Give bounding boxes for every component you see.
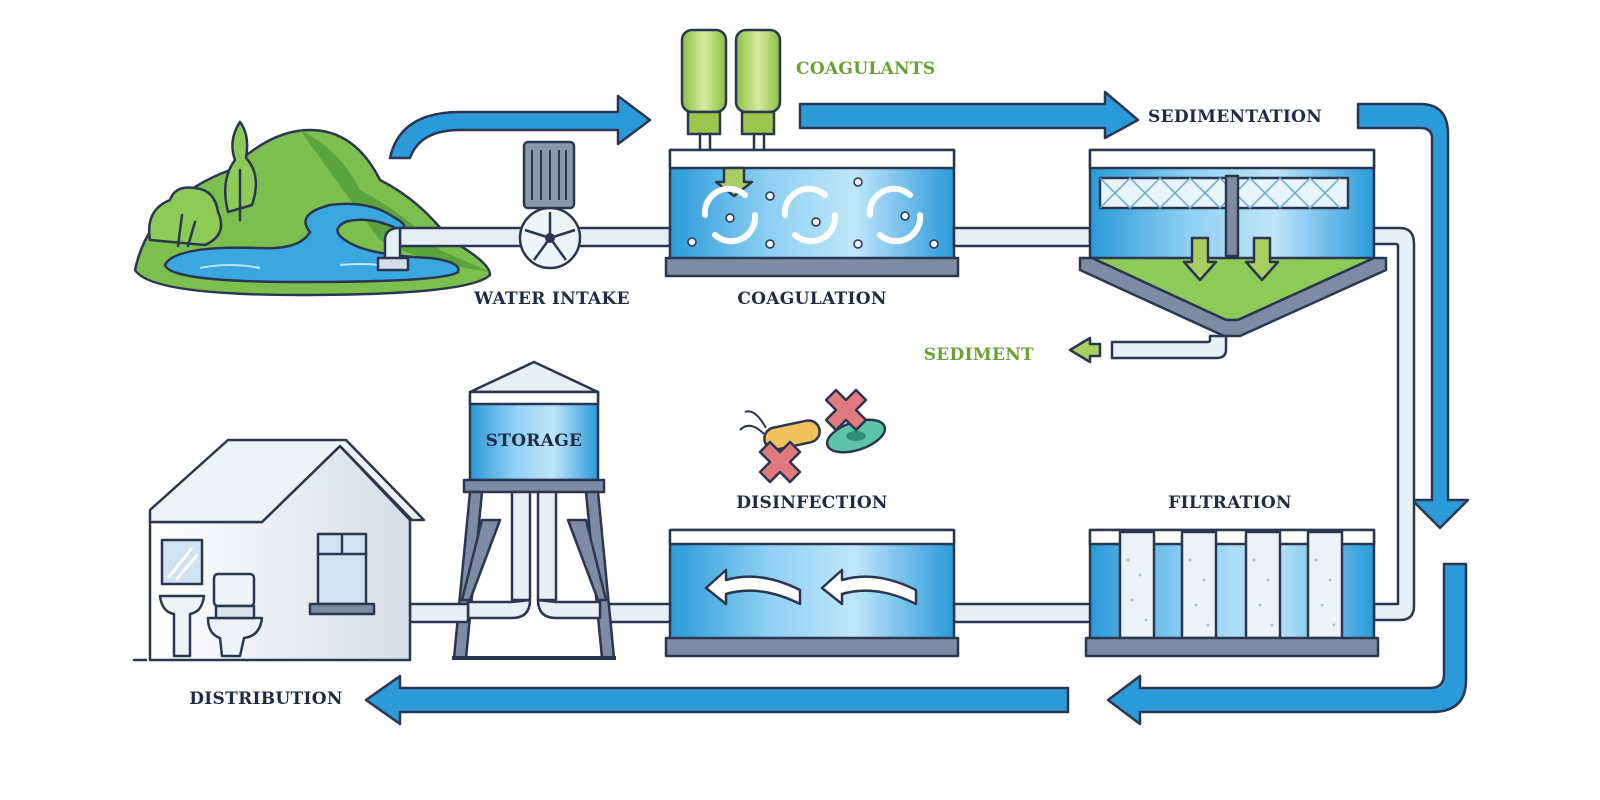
sediment-pipe bbox=[1110, 334, 1228, 360]
distribution-section: DISTRIBUTION bbox=[132, 438, 426, 709]
cross-icon bbox=[758, 388, 868, 484]
tree-icon bbox=[223, 120, 258, 222]
bacteria-icon bbox=[739, 410, 887, 454]
house-icon bbox=[148, 438, 426, 662]
water-tower-icon bbox=[452, 360, 616, 660]
flow-arrow-distribution bbox=[364, 674, 1070, 726]
label-storage: STORAGE bbox=[486, 431, 583, 451]
mixing-arrow-icon bbox=[701, 185, 924, 245]
label-water-intake: WATER INTAKE bbox=[473, 289, 630, 309]
pipe-coag-to-sed bbox=[952, 226, 1092, 248]
sedimentation-section: SEDIMENTATION SEDIMENT bbox=[924, 107, 1416, 622]
sink-icon bbox=[158, 538, 206, 658]
label-sediment: SEDIMENT bbox=[924, 345, 1034, 365]
pipe-filt-to-disinf bbox=[952, 602, 1092, 624]
pipe-storage-to-house bbox=[408, 602, 470, 624]
toilet-icon bbox=[206, 572, 264, 658]
pump-icon bbox=[518, 140, 582, 270]
label-disinfection: DISINFECTION bbox=[736, 493, 888, 513]
flow-arrow-coagulation bbox=[798, 90, 1140, 140]
flow-arrow-sedimentation bbox=[1356, 102, 1470, 530]
bush-icon bbox=[147, 186, 223, 248]
coagulation-section: COAGULANTS COAGULATION bbox=[664, 28, 1092, 309]
storage-section: STORAGE bbox=[408, 360, 616, 660]
pipe-sed-to-filt bbox=[1372, 226, 1416, 622]
label-coagulation: COAGULATION bbox=[737, 289, 886, 309]
flow-arrows bbox=[364, 90, 1470, 726]
flow-arrow-intake bbox=[388, 94, 652, 160]
coagulant-bottle-icon bbox=[680, 28, 782, 170]
label-coagulants: COAGULANTS bbox=[796, 59, 935, 79]
label-sedimentation: SEDIMENTATION bbox=[1148, 107, 1322, 127]
label-distribution: DISTRIBUTION bbox=[189, 689, 342, 709]
filtration-section: FILTRATION bbox=[952, 493, 1380, 658]
flow-arrow-filtration bbox=[1106, 562, 1468, 726]
label-filtration: FILTRATION bbox=[1168, 493, 1292, 513]
disinfection-section: DISINFECTION bbox=[598, 388, 960, 658]
water-intake-section: WATER INTAKE bbox=[133, 120, 672, 309]
